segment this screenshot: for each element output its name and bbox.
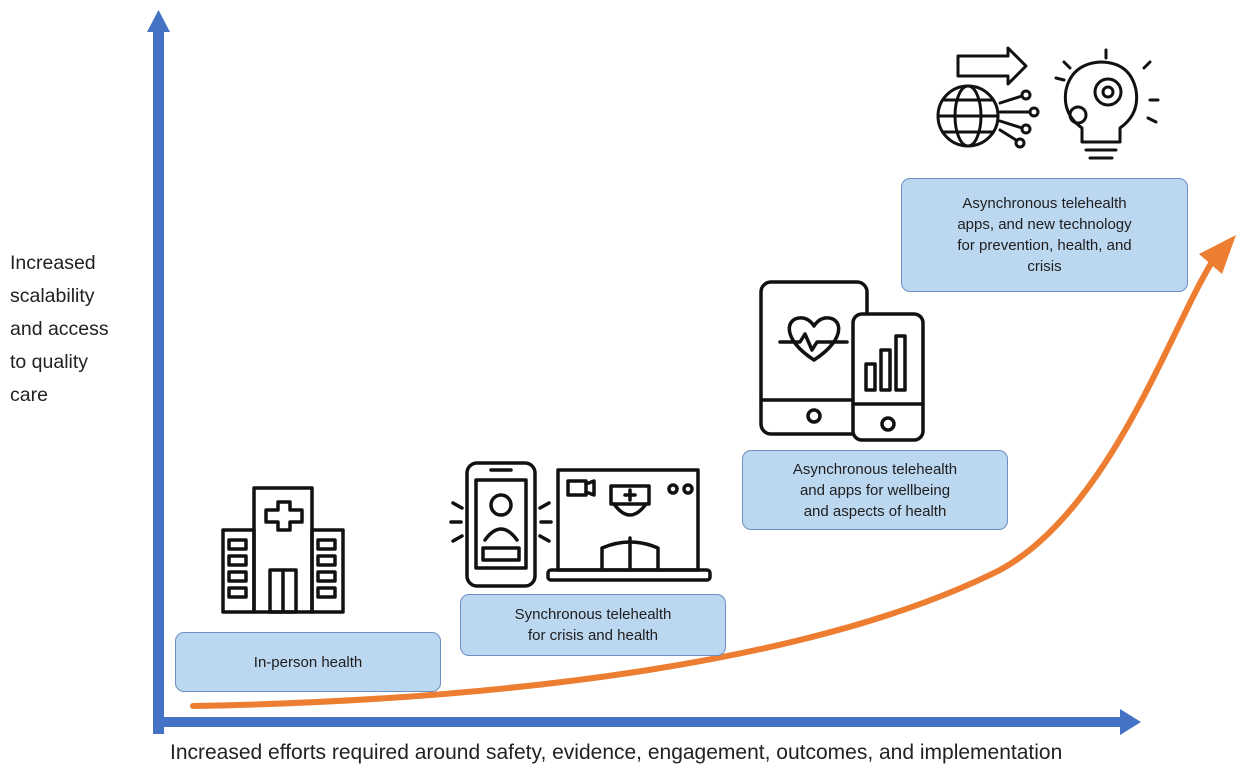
x-axis xyxy=(153,709,1141,735)
stage-box-synchronous: Synchronous telehealth for crisis and he… xyxy=(460,594,726,656)
stage-box-async-wellbeing: Asynchronous telehealth and apps for wel… xyxy=(742,450,1008,530)
video-call-doctor-icon xyxy=(449,461,712,588)
y-axis xyxy=(147,10,170,734)
hospital-building-icon xyxy=(221,486,345,614)
innovation-technology-icon xyxy=(936,46,1160,160)
health-apps-devices-icon xyxy=(759,280,925,442)
y-axis-label: Increased scalability and access to qual… xyxy=(10,252,109,406)
growth-curve-arrow xyxy=(190,235,1236,709)
stage-box-in-person: In-person health xyxy=(175,632,441,692)
x-axis-label: Increased efforts required around safety… xyxy=(170,741,1063,764)
stage-box-async-new-tech: Asynchronous telehealth apps, and new te… xyxy=(901,178,1188,292)
